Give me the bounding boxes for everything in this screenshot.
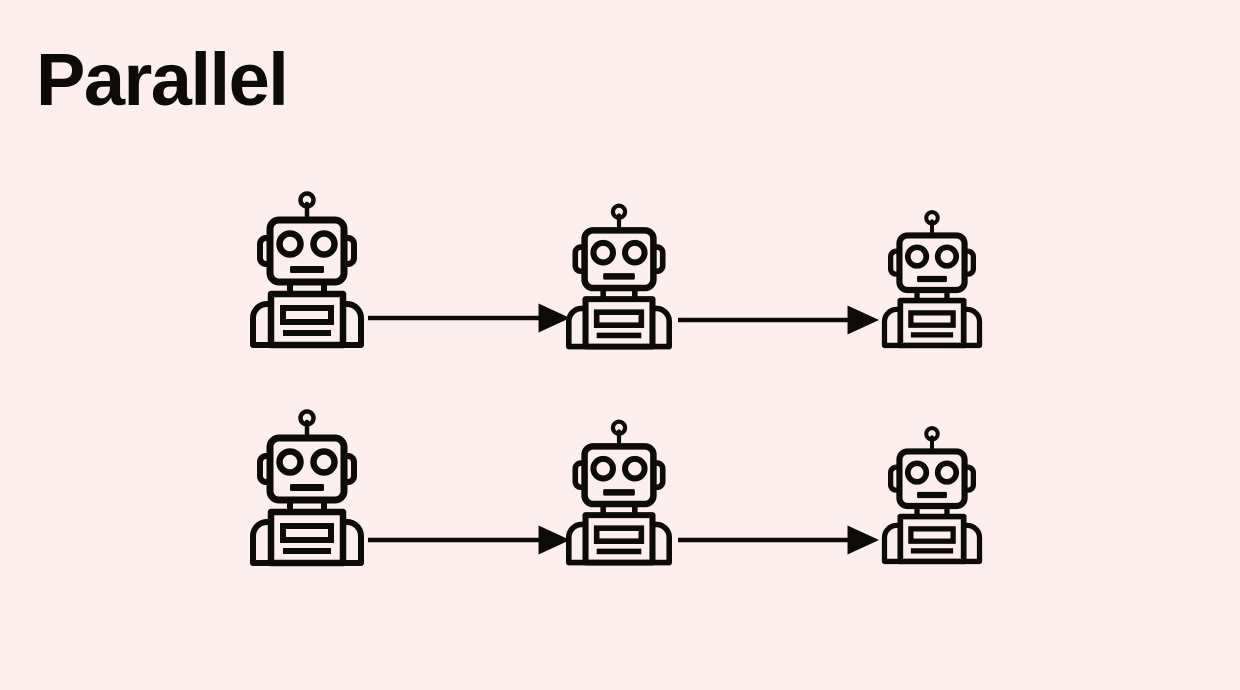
robot-icon (253, 194, 361, 346)
robot-1-2[interactable] (569, 206, 669, 347)
robot-1-3[interactable] (884, 212, 979, 345)
robot-2-3[interactable] (884, 428, 979, 561)
robot-2-1[interactable] (253, 412, 361, 564)
robot-icon (569, 422, 669, 563)
robot-icon (569, 206, 669, 347)
robot-2-2[interactable] (569, 422, 669, 563)
page-title: Parallel (36, 38, 289, 121)
robot-icon (884, 428, 979, 561)
robot-icon (253, 412, 361, 564)
robot-1-1[interactable] (253, 194, 361, 346)
robot-icon (884, 212, 979, 345)
parallel-branch-1 (253, 194, 980, 347)
parallel-branch-2 (253, 412, 980, 564)
